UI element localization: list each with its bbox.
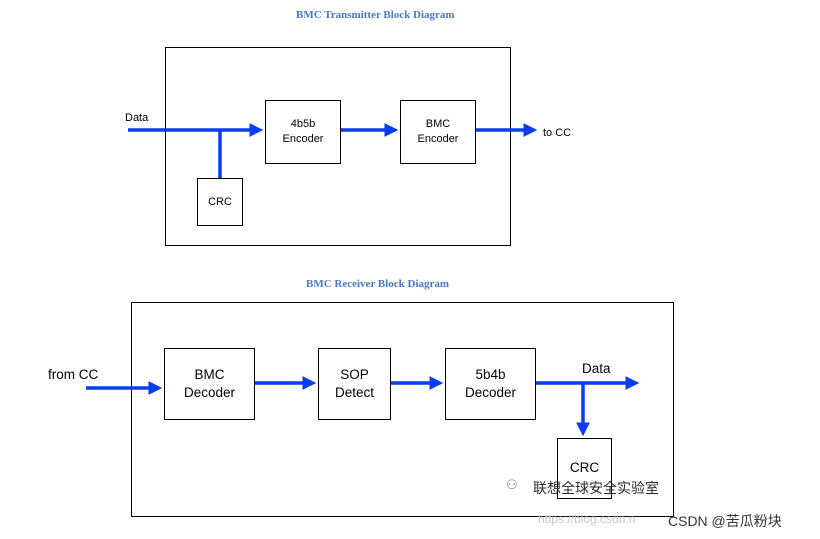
encoder-4b5b-block: 4b5b Encoder [265,100,341,164]
decoder-5b4b-block: 5b4b Decoder [445,348,536,420]
bmc-decoder-block: BMC Decoder [164,348,255,420]
receiver-input-label: from CC [48,367,99,382]
receiver-crc-label: CRC [569,460,600,476]
watermark-channel: 联想全球安全实验室 [533,480,659,496]
bmc-encoder-line1: BMC [425,118,451,131]
decoder-5b4b-line1: 5b4b [475,366,506,382]
bmc-decoder-line2: Decoder [183,385,236,400]
transmitter-title: BMC Transmitter Block Diagram [296,9,455,21]
receiver-title: BMC Receiver Block Diagram [306,278,450,290]
transmitter-crc-label: CRC [208,195,232,208]
watermark-url: https://blog.csdn.n [538,512,636,526]
bmc-encoder-line2: Encoder [417,133,459,145]
decoder-5b4b-line2: Decoder [464,385,517,400]
transmitter-input-label: Data [125,112,149,124]
watermark-csdn: CSDN @苦瓜粉块 [668,513,782,529]
sop-detect-block: SOP Detect [318,348,391,420]
bmc-decoder-line1: BMC [194,366,225,382]
receiver-crc-block: CRC [557,438,612,499]
transmitter-output-label: to CC [543,127,572,139]
wechat-logo-icon: ⚇ [506,477,518,492]
sop-detect-line1: SOP [340,366,369,382]
transmitter-frame [165,47,511,246]
bmc-encoder-block: BMC Encoder [400,100,476,164]
transmitter-crc-block: CRC [197,178,243,226]
sop-detect-line2: Detect [334,385,375,400]
receiver-frame [131,302,674,517]
encoder-4b5b-line1: 4b5b [290,118,316,131]
receiver-output-label: Data [582,361,611,376]
encoder-4b5b-line2: Encoder [282,133,324,145]
